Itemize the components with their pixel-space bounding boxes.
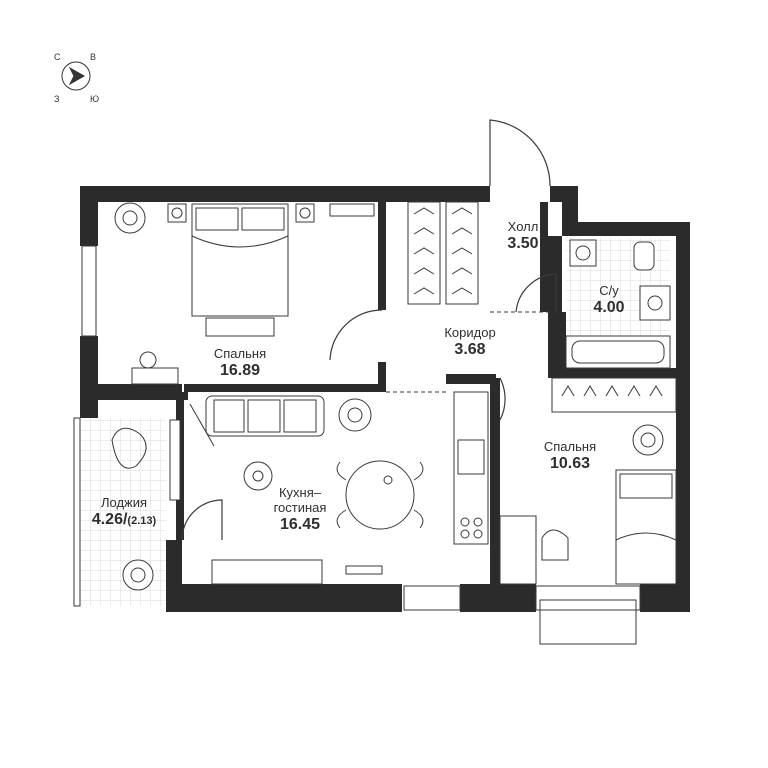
room-name: Лоджия <box>100 495 148 510</box>
room-label-hall: Холл 3.50 <box>488 219 558 253</box>
windows <box>81 245 641 611</box>
bathroom-fixtures <box>565 239 671 369</box>
area-separator: / <box>122 510 128 528</box>
sofa <box>189 395 325 447</box>
room-name: Коридор <box>444 325 496 340</box>
tv-console <box>211 559 383 585</box>
compass-west: З <box>54 94 60 104</box>
room-area: 3.50 <box>507 234 539 252</box>
room-name-line-2: гостиная <box>273 499 327 515</box>
room-name-line-1: Кухня– <box>278 485 322 500</box>
room-name: Холл <box>507 219 539 234</box>
room-area-reduced: (2.13) <box>127 514 157 527</box>
room-name: Спальня <box>543 439 597 454</box>
loggia-armchair <box>111 427 147 469</box>
room-label-bedroom-1: Спальня 16.89 <box>190 346 290 380</box>
desk-bedroom-2 <box>499 515 569 585</box>
room-name: Спальня <box>213 346 267 361</box>
bed-double <box>191 203 289 337</box>
room-area: 4.00 <box>593 298 625 316</box>
room-label-corridor: Коридор 3.68 <box>420 325 520 359</box>
compass-east: В <box>90 52 97 62</box>
compass-icon <box>61 61 91 91</box>
room-label-bathroom: С/у 4.00 <box>574 283 644 317</box>
nightstand-lamps <box>167 203 375 223</box>
balcony-window-sill <box>539 599 637 645</box>
bed-single <box>615 469 677 585</box>
room-label-kitchen-living: Кухня– гостиная 16.45 <box>250 485 350 534</box>
desk-bedroom-1 <box>131 351 179 385</box>
loggia-outer-rail <box>73 417 81 607</box>
room-area: 4.26 <box>91 510 123 528</box>
kitchen-counter <box>453 391 489 545</box>
wardrobe-hangers <box>407 201 677 413</box>
compass-south: Ю <box>90 94 100 104</box>
room-label-bedroom-2: Спальня 10.63 <box>520 439 620 473</box>
room-label-loggia: Лоджия 4.26/(2.13) <box>84 495 164 529</box>
plant-icon <box>114 202 664 591</box>
compass-north: С <box>54 52 61 62</box>
room-area: 3.68 <box>454 340 486 358</box>
room-area: 16.89 <box>219 361 261 379</box>
room-area: 10.63 <box>549 454 591 472</box>
room-area: 16.45 <box>279 515 321 533</box>
room-name: С/у <box>599 283 619 298</box>
dining-table <box>336 460 424 530</box>
coffee-table <box>243 461 273 491</box>
doors <box>181 119 557 541</box>
